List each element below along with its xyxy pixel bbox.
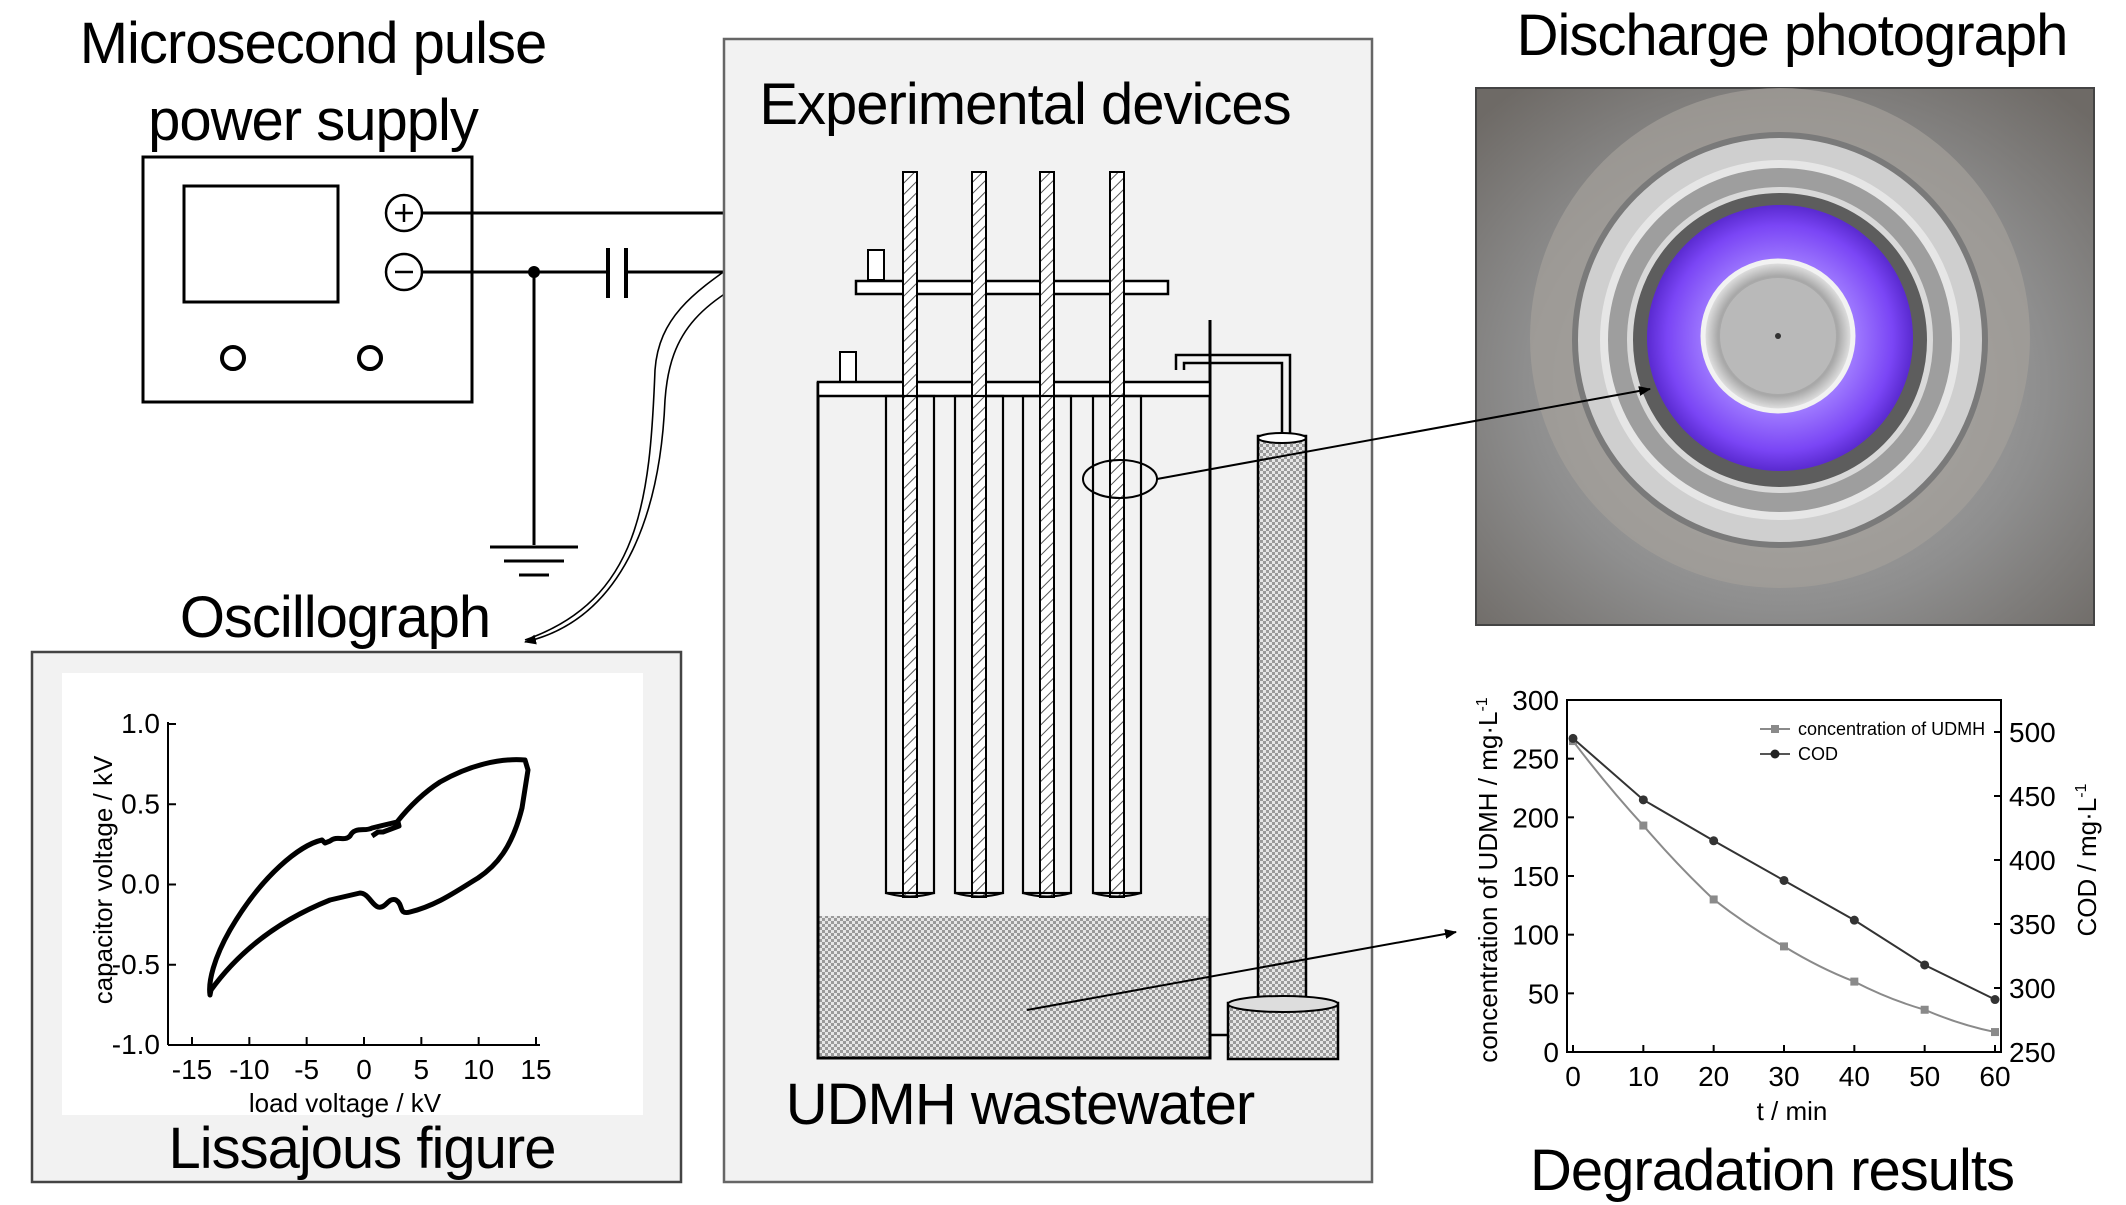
lissajous-ytick-label: 1.0 — [121, 708, 160, 739]
oscillograph-panel: Oscillograph 1.0 0.5 0.0 -0.5 -1.0 -15 -10 -5 0… — [30, 585, 683, 1184]
legend-udmh: concentration of UDMH — [1798, 719, 1985, 739]
reactor-top-view-image — [1530, 88, 2030, 588]
lissajous-yticks: 1.0 0.5 0.0 -0.5 -1.0 — [112, 708, 176, 1060]
lissajous-ytick-label: 0.0 — [121, 869, 160, 900]
data-point-udmh — [1991, 1028, 1999, 1037]
chart-y2label-text: COD / mg·L — [2072, 798, 2102, 937]
chart-xtick-label: 10 — [1628, 1061, 1659, 1092]
experimental-devices-title: Experimental devices — [759, 72, 1290, 137]
chart-series — [1568, 733, 2000, 1037]
negative-terminal-icon — [384, 252, 424, 292]
degradation-chart: 0 50 100 150 200 250 300 250 300 350 400 450 500 0 1… — [1473, 685, 2102, 1203]
lissajous-xticks: -15 -10 -5 0 5 10 15 — [172, 1037, 552, 1085]
data-point-cod — [1920, 960, 1930, 970]
chart-y2tick-label: 400 — [2009, 845, 2056, 876]
arrow-to-photo — [1156, 386, 1651, 480]
chart-x-ticks: 0 10 20 30 40 50 60 — [1565, 1045, 2011, 1092]
lissajous-xtick-label: 10 — [463, 1054, 494, 1085]
experimental-devices-panel: Experimental devices — [722, 37, 1374, 1184]
lissajous-xtick-label: 15 — [520, 1054, 551, 1085]
electrode-tubes — [884, 394, 1143, 898]
chart-right-ticks: 250 300 350 400 450 500 — [1994, 717, 2056, 1068]
oscillograph-title: Oscillograph — [180, 585, 490, 650]
data-point-udmh — [1780, 942, 1788, 951]
lissajous-xtick-label: -5 — [294, 1054, 319, 1085]
chart-y2tick-label: 350 — [2009, 909, 2056, 940]
data-point-cod — [1849, 915, 1859, 925]
chart-y2tick-label: 300 — [2009, 973, 2056, 1004]
data-point-cod — [1568, 733, 1578, 743]
lower-electrode-plate — [816, 380, 1212, 398]
power-supply-title-line2: power supply — [148, 88, 479, 153]
degradation-results-label: Degradation results — [1530, 1138, 2014, 1203]
lissajous-xtick-label: 5 — [414, 1054, 430, 1085]
chart-legend: concentration of UDMH COD — [1760, 719, 1985, 764]
knob-right-icon — [357, 345, 383, 371]
lissajous-xtick-label: -10 — [229, 1054, 269, 1085]
upper-electrode-plate — [854, 279, 1170, 296]
series-line-udmh — [1572, 740, 1996, 1034]
chart-xtick-label: 30 — [1768, 1061, 1799, 1092]
data-point-udmh — [1850, 977, 1859, 986]
chart-ytick-label: 250 — [1512, 744, 1559, 775]
data-point-cod — [1990, 995, 2000, 1005]
lissajous-ylabel: capacitor voltage / kV — [88, 755, 118, 1004]
arrow-to-chart — [1026, 929, 1457, 1011]
lissajous-ytick-label: -0.5 — [112, 949, 160, 980]
discharge-photo-panel: Discharge photograph — [1475, 3, 2095, 626]
data-point-cod — [1709, 836, 1719, 846]
power-supply-display — [182, 184, 340, 304]
chart-ytick-label: 200 — [1512, 802, 1559, 833]
chart-y2tick-label: 500 — [2009, 717, 2056, 748]
power-supply-title-line1: Microsecond pulse — [80, 11, 547, 76]
data-point-udmh — [1920, 1005, 1929, 1014]
knob-left-icon — [220, 345, 246, 371]
chart-ylabel: concentration of UDMH / mg·L-1 — [1473, 697, 1503, 1062]
chart-xlabel: t / min — [1757, 1096, 1828, 1126]
data-point-cod — [1779, 875, 1789, 885]
data-point-udmh — [1639, 821, 1648, 830]
udmh-wastewater-label: UDMH wastewater — [786, 1072, 1255, 1137]
chart-y2tick-label: 450 — [2009, 781, 2056, 812]
chart-y2label-sup: -1 — [2073, 783, 2090, 797]
power-supply: Microsecond pulse power supply — [80, 11, 547, 404]
chart-ytick-label: 50 — [1528, 978, 1559, 1009]
chart-xtick-label: 0 — [1565, 1061, 1581, 1092]
lissajous-xtick-label: -15 — [172, 1054, 212, 1085]
chart-ytick-label: 100 — [1512, 920, 1559, 951]
chart-ytick-label: 0 — [1543, 1037, 1559, 1068]
electrode-rods — [902, 171, 1125, 898]
gas-circulation-column — [1174, 353, 1340, 1061]
discharge-photograph-title: Discharge photograph — [1517, 3, 2068, 68]
chart-ytick-label: 300 — [1512, 685, 1559, 716]
positive-terminal-icon — [384, 193, 424, 233]
lissajous-ytick-label: 0.5 — [121, 788, 160, 819]
lissajous-xtick-label: 0 — [356, 1054, 372, 1085]
chart-xtick-label: 40 — [1839, 1061, 1870, 1092]
chart-xtick-label: 20 — [1698, 1061, 1729, 1092]
ground-icon — [490, 545, 578, 577]
chart-xtick-label: 60 — [1979, 1061, 2010, 1092]
chart-ytick-label: 150 — [1512, 861, 1559, 892]
chart-ylabel-text: concentration of UDMH / mg·L — [1473, 712, 1503, 1063]
lissajous-curve — [207, 757, 531, 998]
chart-y2label: COD / mg·L-1 — [2072, 783, 2102, 936]
chart-left-ticks: 0 50 100 150 200 250 300 — [1512, 685, 1574, 1068]
chart-xtick-label: 50 — [1909, 1061, 1940, 1092]
series-line-cod — [1572, 737, 1996, 1001]
lissajous-figure-label: Lissajous figure — [169, 1116, 556, 1181]
lissajous-ytick-label: -1.0 — [112, 1029, 160, 1060]
lissajous-xlabel: load voltage / kV — [249, 1088, 442, 1118]
data-point-cod — [1638, 795, 1648, 805]
data-point-udmh — [1709, 895, 1718, 904]
chart-y2tick-label: 250 — [2009, 1037, 2056, 1068]
legend-cod: COD — [1798, 744, 1838, 764]
chart-ylabel-sup: -1 — [1474, 697, 1491, 711]
